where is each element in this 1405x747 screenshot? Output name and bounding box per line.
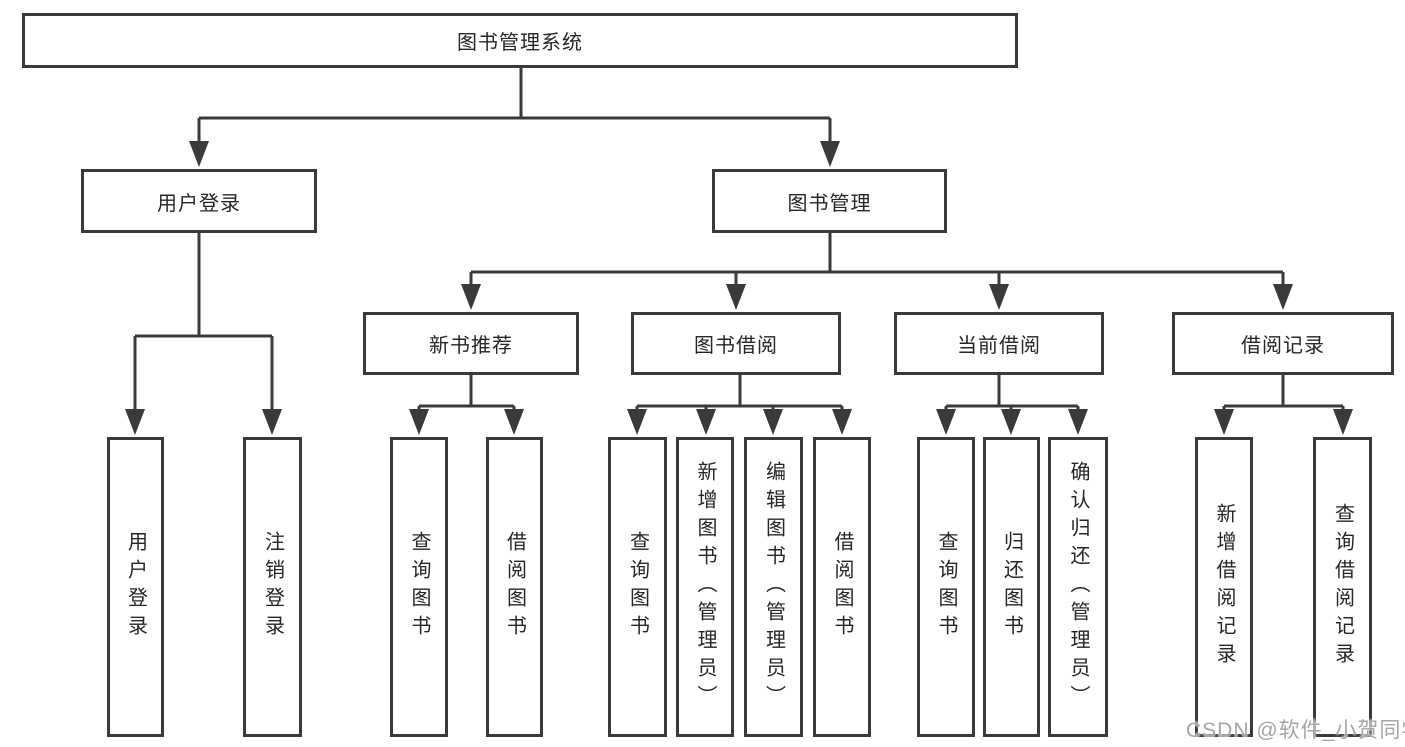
leaf-label: 借阅图书 <box>503 531 526 643</box>
leaf-borrow-books: 借阅图书 <box>813 437 871 737</box>
node-user-login: 用户登录 <box>81 169 317 233</box>
leaf-label: 归还图书 <box>1000 531 1023 643</box>
node-current-borrowing: 当前借阅 <box>894 312 1104 375</box>
leaf-query-books-borrowing: 查询图书 <box>608 437 667 737</box>
leaf-label: 新增图书（管理员） <box>694 461 716 713</box>
arrowhead-icons <box>125 141 1353 435</box>
leaf-edit-books-admin: 编辑图书（管理员） <box>744 437 803 737</box>
node-root-system: 图书管理系统 <box>22 13 1018 68</box>
leaf-label: 用户登录 <box>124 531 147 643</box>
leaf-label: 注销登录 <box>261 531 284 643</box>
csdn-watermark: CSDN @软件_小贺同学 <box>1186 719 1405 742</box>
leaf-borrow-books-recommend: 借阅图书 <box>486 437 543 737</box>
leaf-add-borrow-record: 新增借阅记录 <box>1195 437 1253 737</box>
leaf-label: 借阅图书 <box>831 531 853 643</box>
leaf-user-login: 用户登录 <box>107 437 164 737</box>
leaf-query-borrow-record: 查询借阅记录 <box>1313 437 1372 737</box>
leaf-query-books-current: 查询图书 <box>917 437 975 737</box>
leaf-confirm-return-admin: 确认归还（管理员） <box>1048 437 1108 737</box>
leaf-label: 查询图书 <box>935 531 957 643</box>
leaf-label: 新增借阅记录 <box>1213 503 1235 671</box>
leaf-logout: 注销登录 <box>243 437 302 737</box>
node-borrow-records: 借阅记录 <box>1172 312 1394 375</box>
leaf-query-books-recommend: 查询图书 <box>390 437 448 737</box>
leaf-label: 确认归还（管理员） <box>1067 461 1089 713</box>
leaf-return-books: 归还图书 <box>983 437 1040 737</box>
leaf-label: 查询图书 <box>408 531 430 643</box>
leaf-label: 查询图书 <box>626 531 649 643</box>
node-new-book-recommend: 新书推荐 <box>363 312 579 375</box>
connector-paths <box>133 68 1345 414</box>
node-book-borrowing: 图书借阅 <box>631 312 841 375</box>
leaf-label: 查询借阅记录 <box>1331 503 1354 671</box>
node-book-management: 图书管理 <box>712 169 947 233</box>
leaf-add-books-admin: 新增图书（管理员） <box>676 437 734 737</box>
leaf-label: 编辑图书（管理员） <box>762 461 785 713</box>
